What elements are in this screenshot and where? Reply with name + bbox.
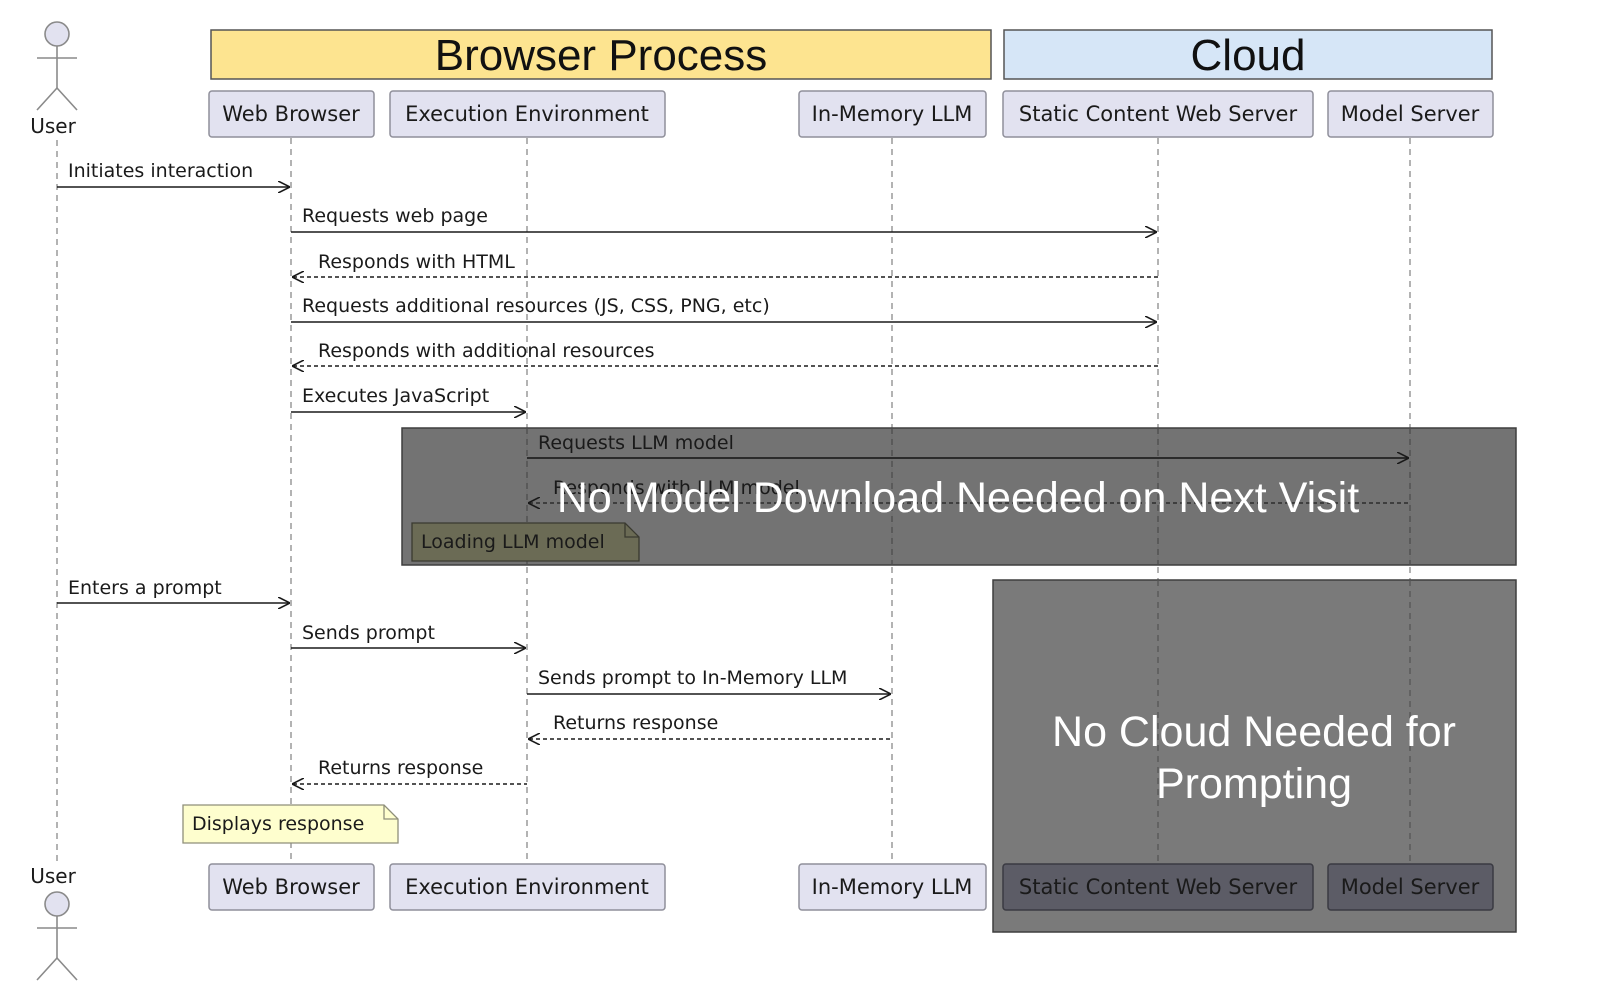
stick-figure-icon <box>36 21 78 111</box>
dimmed-participant-model-server: Model Server <box>1327 863 1494 911</box>
participant-model-server-label: Model Server <box>1341 102 1480 126</box>
message-label: Responds with HTML <box>318 251 515 273</box>
group-browser-process-label: Browser Process <box>435 31 768 80</box>
message-returns-response-from-llm: Returns response <box>529 712 892 739</box>
overlay-model-download: Requests LLM model Responds with LLM mod… <box>401 427 1517 566</box>
group-browser-process: Browser Process <box>210 29 992 80</box>
overlay-no-cloud-line2: Prompting <box>1156 760 1352 808</box>
participant-static-content-web-server-label: Static Content Web Server <box>1019 102 1298 126</box>
message-requests-web-page: Requests web page <box>291 205 1156 232</box>
participant-execution-environment-bottom: Execution Environment <box>389 863 666 911</box>
dimmed-participant-label: Static Content Web Server <box>1019 875 1298 899</box>
message-requests-additional-resources: Requests additional resources (JS, CSS, … <box>291 295 1156 322</box>
overlay-model-download-text: No Model Download Needed on Next Visit <box>557 474 1359 522</box>
message-label: Returns response <box>553 712 718 734</box>
message-enters-a-prompt: Enters a prompt <box>57 577 289 603</box>
participant-static-content-web-server: Static Content Web Server <box>1002 90 1314 138</box>
participant-in-memory-llm-bottom: In-Memory LLM <box>798 863 987 911</box>
dimmed-message-label: Requests LLM model <box>538 432 734 454</box>
message-label: Requests web page <box>302 205 488 227</box>
note-displays-response-label: Displays response <box>192 813 364 835</box>
dimmed-participant-label: Model Server <box>1341 875 1480 899</box>
group-cloud-label: Cloud <box>1191 31 1306 80</box>
message-label: Requests additional resources (JS, CSS, … <box>302 295 770 317</box>
actor-user-top: User <box>30 21 78 138</box>
participant-execution-environment: Execution Environment <box>389 90 666 138</box>
participant-web-browser-label: Web Browser <box>222 102 360 126</box>
message-initiates-interaction: Initiates interaction <box>57 160 289 187</box>
message-label: Sends prompt to In-Memory LLM <box>538 667 847 689</box>
dimmed-participant-static-content-web-server: Static Content Web Server <box>1002 863 1314 911</box>
participant-web-browser-bottom-label: Web Browser <box>222 875 360 899</box>
message-sends-prompt: Sends prompt <box>291 622 525 648</box>
message-executes-javascript: Executes JavaScript <box>291 385 525 412</box>
note-displays-response: Displays response <box>182 804 399 844</box>
message-label: Enters a prompt <box>68 577 222 599</box>
message-label: Responds with additional resources <box>318 340 655 362</box>
participant-web-browser-bottom: Web Browser <box>208 863 375 911</box>
message-label: Executes JavaScript <box>302 385 489 407</box>
participant-execution-environment-bottom-label: Execution Environment <box>405 875 649 899</box>
actor-user-bottom-label: User <box>30 864 76 888</box>
note-loading-llm-model: Loading LLM model <box>411 522 640 562</box>
participant-in-memory-llm-bottom-label: In-Memory LLM <box>812 875 973 899</box>
message-responds-with-html: Responds with HTML <box>293 251 1158 277</box>
note-loading-llm-model-label: Loading LLM model <box>421 531 605 553</box>
participant-execution-environment-label: Execution Environment <box>405 102 649 126</box>
message-label: Returns response <box>318 757 483 779</box>
stick-figure-icon <box>36 891 78 981</box>
message-label: Sends prompt <box>302 622 435 644</box>
overlay-no-cloud: Static Content Web Server Model Server N… <box>992 579 1517 933</box>
overlay-no-cloud-line1: No Cloud Needed for <box>1052 708 1456 756</box>
group-cloud: Cloud <box>1003 29 1493 80</box>
message-sends-prompt-to-in-memory-llm: Sends prompt to In-Memory LLM <box>527 667 890 694</box>
participant-in-memory-llm-label: In-Memory LLM <box>812 102 973 126</box>
participant-model-server: Model Server <box>1327 90 1494 138</box>
dimmed-message-label: Responds with LLM model <box>553 477 800 499</box>
message-responds-with-additional-resources: Responds with additional resources <box>293 340 1158 366</box>
participants-top: Web Browser Execution Environment In-Mem… <box>208 90 1494 138</box>
message-label: Initiates interaction <box>68 160 253 182</box>
participant-in-memory-llm: In-Memory LLM <box>798 90 987 138</box>
message-returns-response-to-browser: Returns response <box>293 757 527 784</box>
actor-user-bottom: User <box>30 864 78 981</box>
participant-web-browser: Web Browser <box>208 90 375 138</box>
actor-user-label: User <box>30 114 76 138</box>
